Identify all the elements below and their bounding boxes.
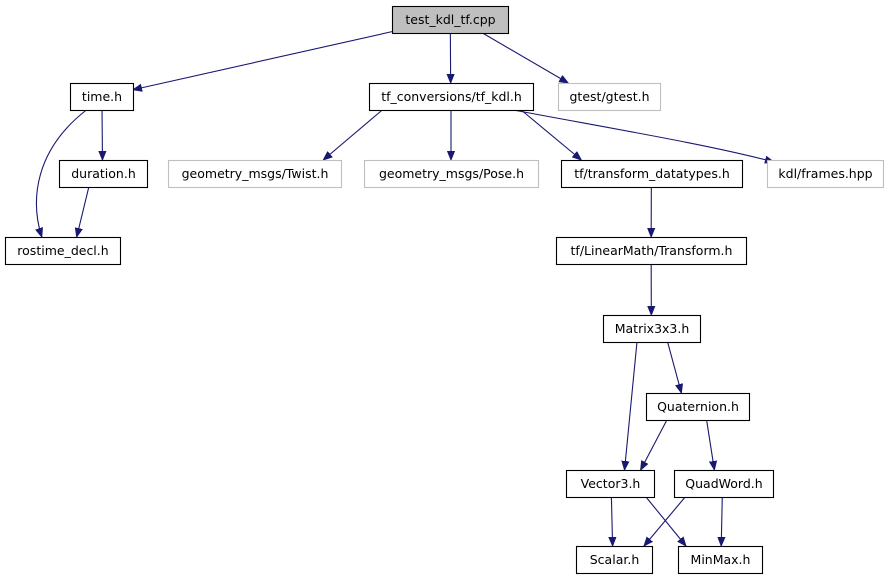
node-box xyxy=(645,392,751,422)
edges-layer xyxy=(36,31,774,546)
node-label: gtest/gtest.h xyxy=(570,89,650,104)
node-matrix3x3_h[interactable]: Matrix3x3.h xyxy=(602,314,702,344)
edge-tf_conversions_tf_kdl_h-to-tf_transform_datatypes_h xyxy=(520,109,581,160)
edge-test_kdl_tf_cpp-to-gtest_gtest_h xyxy=(482,32,568,83)
node-box xyxy=(575,545,654,575)
node-box xyxy=(167,159,343,189)
node-box xyxy=(391,5,510,35)
node-box xyxy=(4,236,122,266)
node-label: Quaternion.h xyxy=(657,399,739,414)
node-kdl_frames_hpp[interactable]: kdl/frames.hpp xyxy=(766,159,885,189)
node-label: MinMax.h xyxy=(691,552,751,567)
edge-tf_conversions_tf_kdl_h-to-geometry_msgs_twist_h xyxy=(323,109,383,160)
node-label: QuadWord.h xyxy=(685,476,762,491)
node-tf_linearmath_transform_h[interactable]: tf/LinearMath/Transform.h xyxy=(555,236,748,266)
node-label: tf/transform_datatypes.h xyxy=(574,166,730,181)
edge-matrix3x3_h-to-vector3_h xyxy=(625,341,638,470)
edge-time_h-to-rostime_decl_h xyxy=(36,109,87,237)
node-label: Vector3.h xyxy=(581,476,641,491)
node-vector3_h[interactable]: Vector3.h xyxy=(565,469,656,499)
edge-quadword_h-to-scalar_h xyxy=(644,496,686,546)
node-label: tf_conversions/tf_kdl.h xyxy=(381,89,522,104)
nodes-layer: test_kdl_tf.cpp time.h tf_conversions/tf_k… xyxy=(4,5,885,575)
node-label: kdl/frames.hpp xyxy=(778,166,872,181)
node-rostime_decl_h[interactable]: rostime_decl.h xyxy=(4,236,122,266)
node-label: tf/LinearMath/Transform.h xyxy=(571,243,733,258)
node-box xyxy=(766,159,885,189)
node-duration_h[interactable]: duration.h xyxy=(58,159,149,189)
node-gtest_gtest_h[interactable]: gtest/gtest.h xyxy=(557,82,662,112)
edge-quadword_h-to-minmax_h xyxy=(721,496,722,546)
node-tf_transform_datatypes_h[interactable]: tf/transform_datatypes.h xyxy=(560,159,744,189)
edge-test_kdl_tf_cpp-to-time_h xyxy=(133,31,393,90)
node-box xyxy=(560,159,744,189)
edge-quaternion_h-to-quadword_h xyxy=(706,419,715,470)
node-box xyxy=(673,469,775,499)
node-label: time.h xyxy=(82,89,122,104)
node-box xyxy=(565,469,656,499)
node-scalar_h[interactable]: Scalar.h xyxy=(575,545,654,575)
node-geometry_msgs_twist_h[interactable]: geometry_msgs/Twist.h xyxy=(167,159,343,189)
node-box xyxy=(557,82,662,112)
node-label: Matrix3x3.h xyxy=(615,321,690,336)
node-quaternion_h[interactable]: Quaternion.h xyxy=(645,392,751,422)
node-time_h[interactable]: time.h xyxy=(69,82,135,112)
node-box xyxy=(368,82,535,112)
node-quadword_h[interactable]: QuadWord.h xyxy=(673,469,775,499)
node-box xyxy=(69,82,135,112)
node-box xyxy=(363,159,540,189)
node-geometry_msgs_pose_h[interactable]: geometry_msgs/Pose.h xyxy=(363,159,540,189)
edge-quaternion_h-to-vector3_h xyxy=(641,419,668,470)
node-test_kdl_tf_cpp[interactable]: test_kdl_tf.cpp xyxy=(391,5,510,35)
node-box xyxy=(677,545,764,575)
node-label: test_kdl_tf.cpp xyxy=(405,12,495,27)
node-label: geometry_msgs/Pose.h xyxy=(379,166,524,181)
edge-vector3_h-to-minmax_h xyxy=(645,496,686,546)
node-label: duration.h xyxy=(71,166,136,181)
edge-tf_conversions_tf_kdl_h-to-kdl_frames_hpp xyxy=(513,109,774,162)
node-label: Scalar.h xyxy=(590,552,640,567)
node-box xyxy=(602,314,702,344)
node-box xyxy=(58,159,149,189)
edge-duration_h-to-rostime_decl_h xyxy=(77,186,90,237)
node-tf_conversions_tf_kdl_h[interactable]: tf_conversions/tf_kdl.h xyxy=(368,82,535,112)
node-box xyxy=(555,236,748,266)
node-minmax_h[interactable]: MinMax.h xyxy=(677,545,764,575)
edge-matrix3x3_h-to-quaternion_h xyxy=(667,341,682,393)
node-label: geometry_msgs/Twist.h xyxy=(182,166,329,181)
edge-vector3_h-to-scalar_h xyxy=(611,496,612,546)
node-label: rostime_decl.h xyxy=(17,243,108,258)
